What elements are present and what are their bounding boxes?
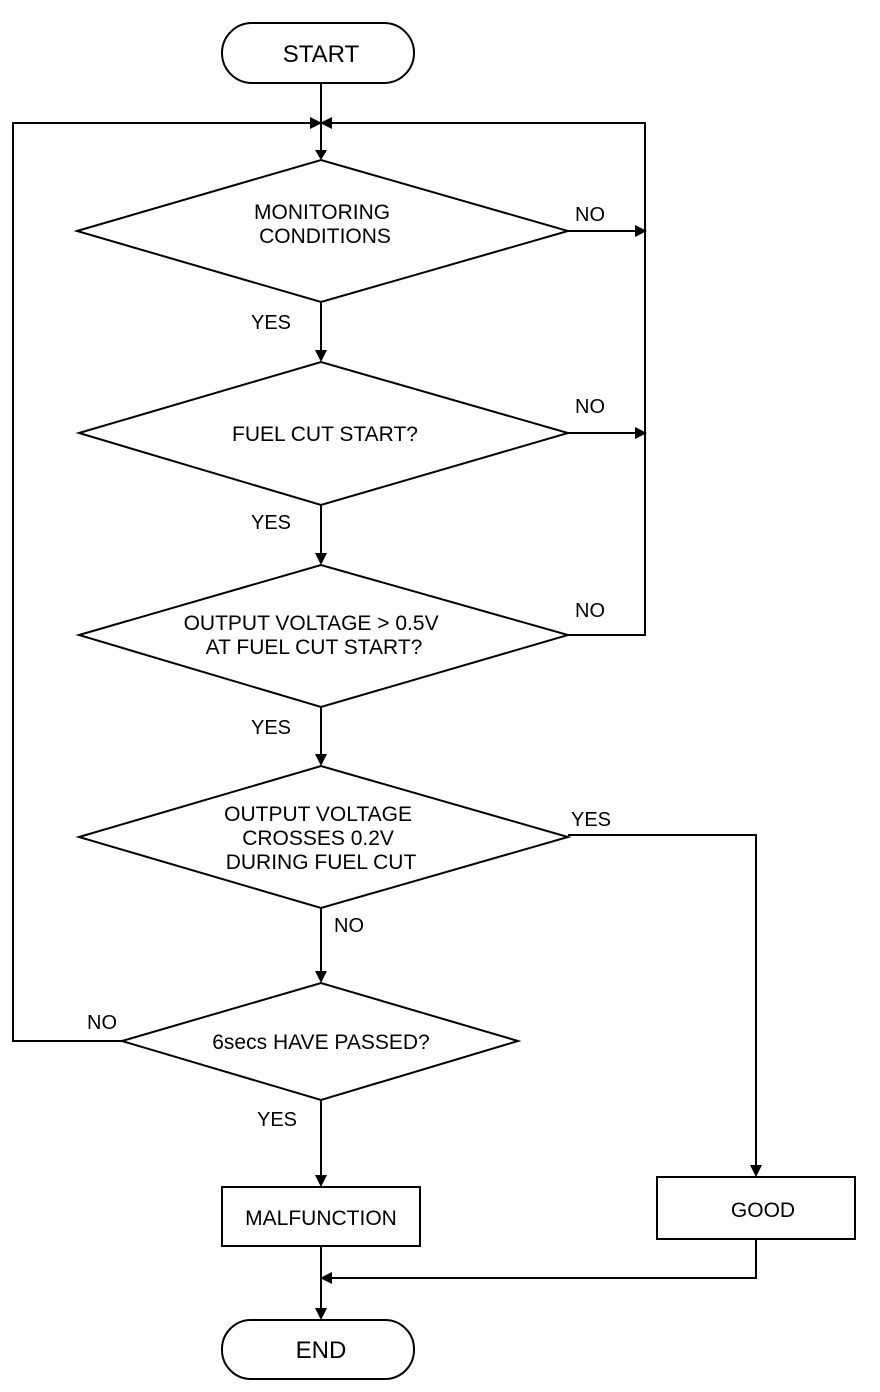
malfunction-shape <box>221 1186 421 1247</box>
arrowheads <box>310 117 762 1320</box>
decision-line: OUTPUT VOLTAGE <box>224 803 412 826</box>
branch-label-no: NO <box>575 204 605 226</box>
branch-label-yes: YES <box>571 809 611 831</box>
arrowhead <box>750 1165 762 1177</box>
start-terminal: START <box>221 22 415 84</box>
connector-d3-no-loop <box>330 122 646 636</box>
arrowhead <box>315 1175 327 1187</box>
end-terminal: END <box>221 1319 415 1380</box>
decision-output-voltage-05v: OUTPUT VOLTAGE > 0.5V AT FUEL CUT START? <box>75 563 572 709</box>
arrowhead <box>635 427 647 439</box>
decision-shape <box>75 360 572 507</box>
arrowhead <box>315 754 327 766</box>
decision-shape <box>75 563 572 709</box>
decision-line: DURING FUEL CUT <box>226 851 417 874</box>
good-label: GOOD <box>731 1199 795 1222</box>
decision-line: FUEL CUT START? <box>232 423 418 446</box>
decision-line: CROSSES 0.2V <box>242 827 394 850</box>
arrowhead <box>315 350 327 362</box>
arrowhead <box>320 1272 332 1284</box>
branch-label-yes: YES <box>251 512 291 534</box>
decision-shape <box>73 158 572 304</box>
decision-output-voltage-crosses: OUTPUT VOLTAGE CROSSES 0.2V DURING FUEL … <box>75 764 572 910</box>
connector-d4-yes-good <box>568 834 757 1167</box>
decision-shape <box>118 981 522 1102</box>
branch-label-yes: YES <box>251 312 291 334</box>
good-shape <box>656 1176 856 1240</box>
connector-d5-no-loop <box>12 122 312 1042</box>
arrowhead <box>315 1308 327 1320</box>
branch-label-no: NO <box>575 600 605 622</box>
branch-labels: NO YES NO YES NO YES YES NO NO YES <box>87 204 611 1131</box>
arrowhead <box>315 553 327 565</box>
decision-line: MONITORING <box>254 201 390 224</box>
arrowhead <box>320 117 332 129</box>
decision-shape <box>75 764 572 910</box>
end-label: END <box>296 1337 347 1364</box>
arrowhead <box>315 150 327 160</box>
decision-line: OUTPUT VOLTAGE > 0.5V <box>184 612 439 635</box>
start-shape <box>221 22 415 84</box>
decision-6secs-passed: 6secs HAVE PASSED? <box>118 981 522 1102</box>
connectors <box>12 83 757 1308</box>
arrowhead <box>310 117 322 129</box>
decision-text: MONITORING CONDITIONS <box>254 201 396 248</box>
decision-text: OUTPUT VOLTAGE > 0.5V AT FUEL CUT START? <box>184 612 445 659</box>
connector-good-end <box>330 1239 757 1279</box>
branch-label-no: NO <box>575 396 605 418</box>
decision-fuel-cut-start: FUEL CUT START? <box>75 360 572 507</box>
arrowhead <box>635 225 647 237</box>
decision-line: AT FUEL CUT START? <box>206 636 423 659</box>
decision-line: CONDITIONS <box>259 225 391 248</box>
decision-line: 6secs HAVE PASSED? <box>212 1031 429 1054</box>
branch-label-no: NO <box>87 1012 117 1034</box>
start-label: START <box>283 41 360 68</box>
arrowhead <box>315 971 327 983</box>
decision-text: OUTPUT VOLTAGE CROSSES 0.2V DURING FUEL … <box>224 803 418 874</box>
good-box: GOOD <box>656 1176 856 1240</box>
branch-label-yes: YES <box>257 1109 297 1131</box>
branch-label-yes: YES <box>251 717 291 739</box>
end-shape <box>221 1319 415 1380</box>
malfunction-label: MALFUNCTION <box>245 1207 397 1230</box>
branch-label-no: NO <box>334 915 364 937</box>
decision-monitoring-conditions: MONITORING CONDITIONS <box>73 158 572 304</box>
malfunction-box: MALFUNCTION <box>221 1186 421 1247</box>
